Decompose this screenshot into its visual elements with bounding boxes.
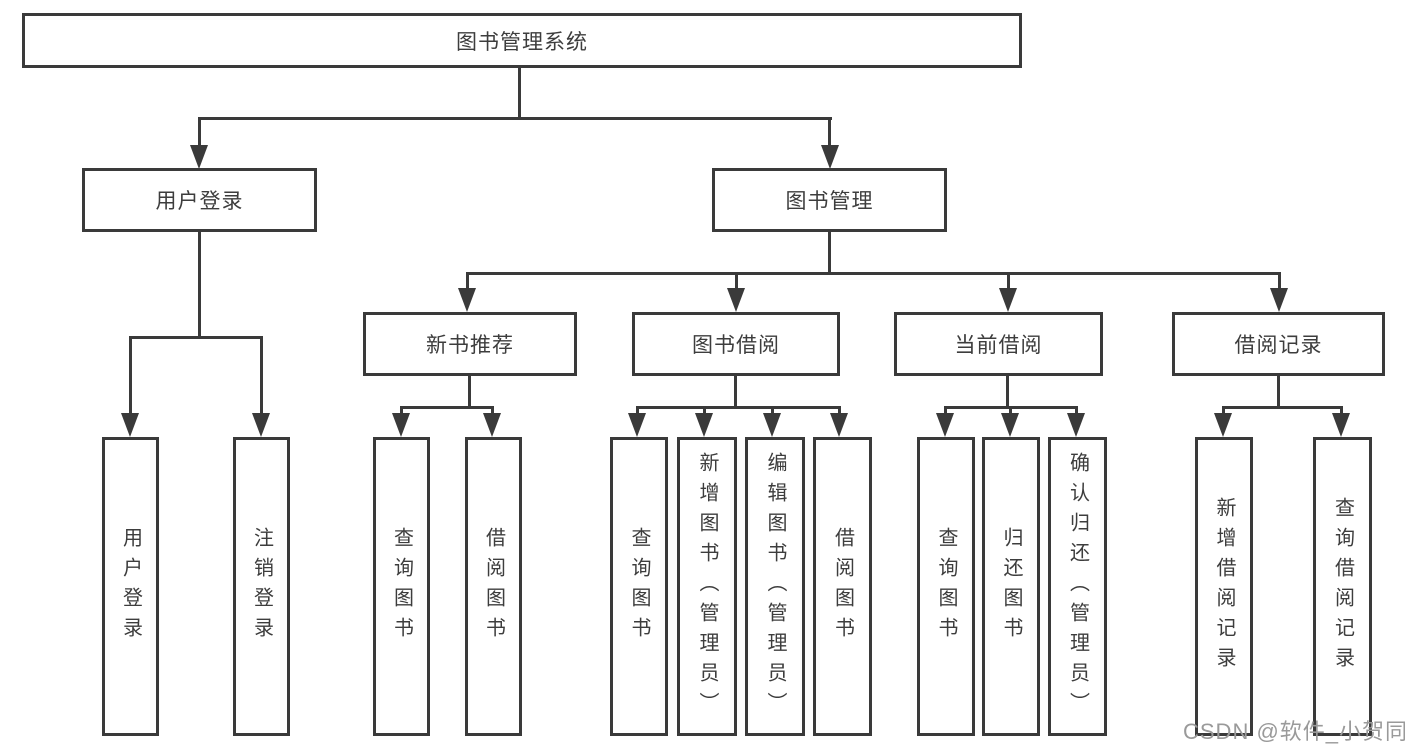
arrow-down-icon	[695, 413, 713, 437]
node-library-management-system: 图书管理系统	[22, 13, 1022, 68]
arrow-down-icon	[190, 145, 208, 169]
connector-line	[129, 336, 132, 418]
leaf-add-books-admin: 新增图书（管理员）	[677, 437, 737, 736]
connector-line	[491, 406, 494, 417]
arrow-down-icon	[999, 288, 1017, 312]
node-label: 图书管理	[785, 190, 874, 213]
connector-line	[828, 117, 831, 150]
leaf-label: 借阅图书	[482, 526, 505, 647]
connector-line	[1006, 376, 1009, 408]
leaf-logout: 注销登录	[233, 437, 290, 736]
connector-line	[466, 272, 469, 292]
connector-line	[400, 406, 494, 409]
node-current-borrowing: 当前借阅	[894, 312, 1103, 376]
leaf-query-books-current: 查询图书	[917, 437, 975, 736]
connector-line	[1278, 272, 1281, 292]
connector-line	[198, 117, 832, 120]
arrow-down-icon	[1214, 413, 1232, 437]
leaf-borrow-books: 借阅图书	[813, 437, 872, 736]
node-book-management: 图书管理	[712, 168, 947, 232]
leaf-confirm-return-admin: 确认归还（管理员）	[1048, 437, 1107, 736]
arrow-down-icon	[1270, 288, 1288, 312]
connector-line	[1009, 406, 1012, 417]
connector-line	[260, 336, 263, 418]
connector-line	[1340, 406, 1343, 417]
arrow-down-icon	[763, 413, 781, 437]
leaf-label: 用户登录	[119, 526, 142, 647]
connector-line	[636, 406, 840, 409]
leaf-label: 查询图书	[390, 526, 413, 647]
arrow-down-icon	[1332, 413, 1350, 437]
node-label: 图书借阅	[692, 334, 780, 357]
connector-line	[129, 336, 263, 339]
leaf-label: 新增图书（管理员）	[696, 451, 718, 722]
connector-line	[468, 376, 471, 408]
connector-line	[828, 232, 831, 273]
arrow-down-icon	[830, 413, 848, 437]
leaf-label: 新增借阅记录	[1213, 496, 1235, 677]
leaf-label: 确认归还（管理员）	[1066, 451, 1089, 722]
leaf-label: 查询借阅记录	[1331, 496, 1354, 677]
leaf-query-books-borrowing: 查询图书	[610, 437, 668, 736]
connector-line	[198, 232, 201, 336]
connector-line	[734, 376, 737, 408]
arrow-down-icon	[1001, 413, 1019, 437]
leaf-user-login: 用户登录	[102, 437, 159, 736]
leaf-label: 归还图书	[1000, 526, 1022, 647]
leaf-label: 查询图书	[628, 526, 650, 647]
leaf-edit-books-admin: 编辑图书（管理员）	[745, 437, 805, 736]
connector-line	[466, 272, 1281, 275]
connector-line	[400, 406, 403, 417]
node-label: 用户登录	[155, 190, 244, 213]
arrow-down-icon	[1067, 413, 1085, 437]
connector-line	[735, 272, 738, 292]
leaf-add-borrow-record: 新增借阅记录	[1195, 437, 1253, 736]
arrow-down-icon	[936, 413, 954, 437]
connector-line	[1222, 406, 1225, 417]
leaf-label: 查询图书	[935, 526, 957, 647]
leaf-borrow-books-recommend: 借阅图书	[465, 437, 522, 736]
arrow-down-icon	[392, 413, 410, 437]
connector-line	[198, 117, 201, 150]
connector-line	[518, 68, 521, 117]
node-borrowing-records: 借阅记录	[1172, 312, 1385, 376]
node-user-login: 用户登录	[82, 168, 317, 232]
connector-line	[1075, 406, 1078, 417]
arrow-down-icon	[821, 145, 839, 169]
connector-line	[636, 406, 639, 417]
connector-line	[771, 406, 774, 417]
connector-line	[944, 406, 947, 417]
arrow-down-icon	[483, 413, 501, 437]
node-label: 新书推荐	[426, 334, 514, 357]
arrow-down-icon	[727, 288, 745, 312]
arrow-down-icon	[458, 288, 476, 312]
node-new-book-recommendation: 新书推荐	[363, 312, 577, 376]
arrow-down-icon	[628, 413, 646, 437]
node-label: 图书管理系统	[456, 30, 588, 54]
leaf-label: 注销登录	[250, 526, 273, 647]
leaf-return-books: 归还图书	[982, 437, 1040, 736]
arrow-down-icon	[121, 413, 139, 437]
connector-line	[1007, 272, 1010, 292]
node-label: 借阅记录	[1234, 334, 1323, 357]
connector-line	[838, 406, 841, 417]
node-book-borrowing: 图书借阅	[632, 312, 840, 376]
leaf-label: 借阅图书	[831, 526, 854, 647]
connector-line	[1222, 406, 1343, 409]
leaf-query-books-recommend: 查询图书	[373, 437, 430, 736]
node-label: 当前借阅	[954, 334, 1043, 357]
leaf-query-borrow-record: 查询借阅记录	[1313, 437, 1372, 736]
arrow-down-icon	[252, 413, 270, 437]
csdn-watermark: CSDN @软件_小贺同学	[1183, 719, 1405, 744]
connector-line	[703, 406, 706, 417]
leaf-label: 编辑图书（管理员）	[764, 451, 786, 722]
connector-line	[1277, 376, 1280, 408]
